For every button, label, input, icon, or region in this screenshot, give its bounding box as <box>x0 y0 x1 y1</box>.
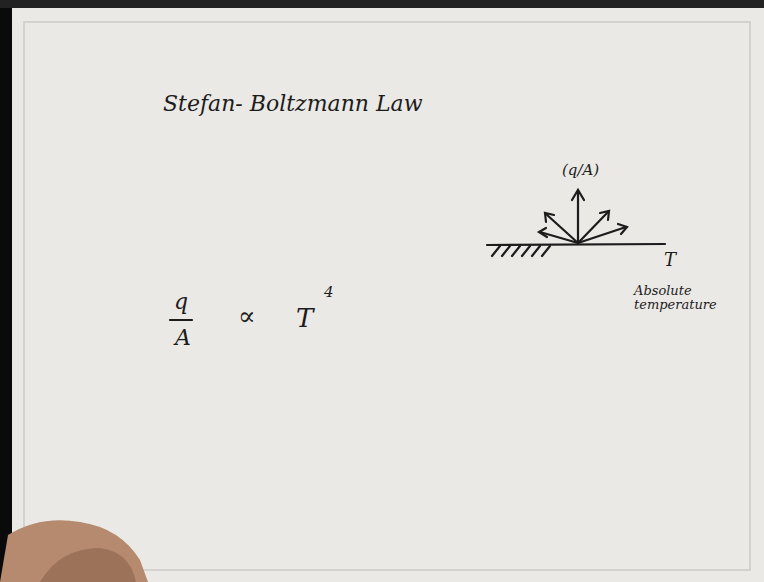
temperature-symbol: T <box>664 250 676 270</box>
numerator: q <box>174 290 188 314</box>
exponent: 4 <box>324 284 334 301</box>
proportional-sign: ∝ <box>238 302 256 331</box>
temperature-symbol: T <box>296 304 313 333</box>
denominator: A <box>175 326 191 350</box>
flux-label: (q/A) <box>562 162 599 179</box>
temperature-note: Absolute temperature <box>634 284 730 313</box>
title: Stefan- Boltzmann Law <box>163 92 423 116</box>
